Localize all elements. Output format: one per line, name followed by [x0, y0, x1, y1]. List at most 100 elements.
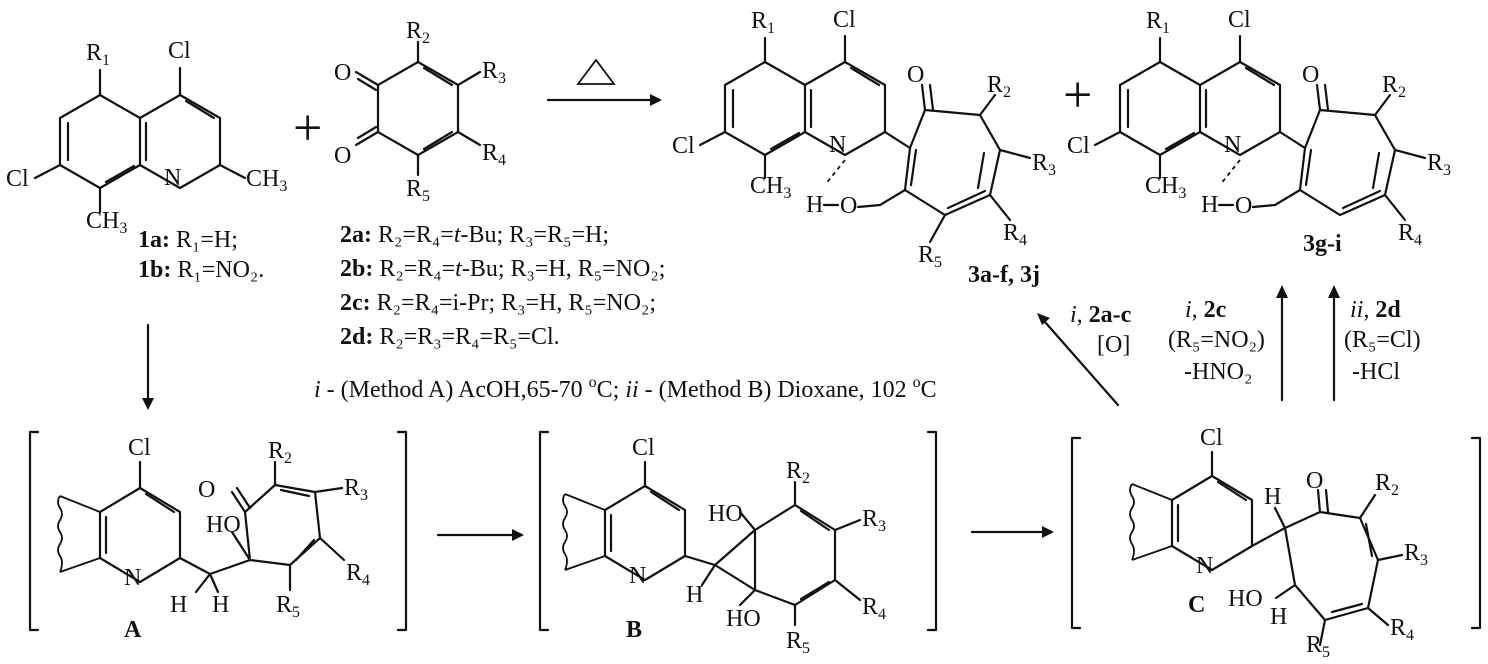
arrow1-label-oxidant: [O] — [1097, 332, 1130, 358]
C-h2-atom: H — [1270, 604, 1287, 630]
cmpd1-cl-atom: Cl — [168, 38, 191, 64]
p1-ch3-group: CH3 — [750, 173, 791, 202]
product-label-3a-f: 3a-f, 3j — [968, 262, 1040, 288]
cmpd2-o2-atom: O — [334, 143, 351, 169]
p2-n-atom: N — [1224, 132, 1241, 158]
p1-r5-label: R5 — [918, 242, 942, 271]
C-h-atom: H — [1264, 484, 1281, 510]
p2-cl7-atom: Cl — [1067, 133, 1090, 159]
B-r4-label: R4 — [862, 594, 886, 623]
arrow-to-3g-via-2c — [1276, 285, 1288, 402]
p1-cl7-atom: Cl — [672, 133, 695, 159]
B-ho-top: HO — [708, 501, 743, 527]
p2-r4-label: R4 — [1398, 220, 1422, 249]
conditions-line: i - (Method A) AcOH,65-70 oC; ii - (Meth… — [314, 374, 937, 403]
A-o-atom: O — [198, 477, 215, 503]
p1-o-hydroxyl: O — [840, 193, 857, 219]
B-h-atom: H — [686, 582, 703, 608]
arrow-B-to-C — [970, 526, 1054, 538]
arrow2-label-reagent: i, 2c — [1185, 297, 1227, 323]
plus-sign-2: + — [1063, 67, 1092, 124]
reaction-arrow-heat — [546, 58, 662, 106]
p2-o-carbonyl: O — [1302, 62, 1319, 88]
C-cl-atom: Cl — [1200, 425, 1223, 451]
cmpd2-variant-b: 2b: R₂=R₄=t-Bu; R₃=H, R₅=NO₂; — [340, 256, 665, 282]
intermediate-label-A: A — [124, 617, 142, 643]
A-r4-label: R4 — [346, 560, 370, 589]
cmpd2-r5-label: R5 — [406, 176, 430, 205]
p1-h-atom: H — [806, 192, 823, 218]
cmpd2-variant-d: 2d: R₂=R₃=R₄=R₅=Cl. — [340, 324, 560, 350]
p1-n-atom: N — [829, 132, 846, 158]
cmpd1-r1-label: R1 — [86, 40, 110, 69]
compound-2-variants: 2a: R₂=R₄=t-Bu; R₃=R₅=H; 2b: R₂=R₄=t-Bu;… — [340, 222, 665, 350]
p2-cl-atom: Cl — [1228, 7, 1251, 33]
cmpd2-o1-atom: O — [334, 60, 351, 86]
B-r2-label: R2 — [786, 458, 810, 487]
p1-r2-label: R2 — [987, 72, 1011, 101]
C-r5-label: R5 — [1306, 632, 1330, 661]
cmpd1-n-atom: N — [164, 165, 181, 191]
C-o-atom: O — [1306, 468, 1323, 494]
product-3g-structure — [1093, 34, 1427, 222]
p2-o-hydroxyl: O — [1235, 193, 1252, 219]
p1-r4-label: R4 — [1003, 220, 1027, 249]
C-r2-label: R2 — [1375, 470, 1399, 499]
cmpd2-r4-label: R4 — [482, 140, 506, 169]
arrow3-label-loss: -HCl — [1352, 359, 1400, 385]
arrow3-label-reagent: ii, 2d — [1350, 297, 1401, 323]
cmpd2-variant-c: 2c: R₂=R₄=i-Pr; R₃=H, R₅=NO₂; — [340, 290, 656, 316]
arrow-1-to-A — [142, 323, 154, 410]
intermediate-C-structure — [1070, 436, 1482, 647]
plus-sign-1: + — [293, 100, 322, 157]
A-h2-atom: H — [212, 592, 229, 618]
intermediate-A-structure — [28, 430, 408, 632]
A-h1-atom: H — [170, 592, 187, 618]
p2-r3-label: R3 — [1427, 150, 1451, 179]
cmpd1-cl7-atom: Cl — [6, 166, 29, 192]
arrow-A-to-B — [436, 529, 524, 541]
A-cl-atom: Cl — [128, 435, 151, 461]
p2-ch3-group: CH3 — [1145, 173, 1186, 202]
cmpd2-r2-label: R2 — [406, 18, 430, 47]
A-r3-label: R3 — [344, 475, 368, 504]
intermediate-label-B: B — [626, 617, 642, 643]
p1-r1-label: R1 — [751, 8, 775, 37]
arrow3-label-condition: (R₅=Cl) — [1344, 327, 1421, 353]
product-3a-structure — [698, 34, 1032, 244]
A-r2-label: R2 — [268, 438, 292, 467]
heat-triangle-icon — [576, 58, 616, 85]
cmpd1-variant-b: 1b: R₁=NO₂. — [138, 257, 264, 283]
arrow2-label-condition: (R₅=NO₂) — [1168, 327, 1265, 353]
B-ho-bottom: HO — [726, 606, 761, 632]
B-n-atom: N — [629, 563, 646, 589]
cmpd1-ch3-group: CH3 — [246, 166, 287, 195]
arrow-to-3a — [1037, 313, 1120, 407]
intermediate-label-C: C — [1188, 592, 1205, 618]
cmpd1-ch3-8-group: CH3 — [86, 208, 127, 237]
arrow1-label-reagent: i, 2a-c — [1070, 302, 1132, 328]
C-r3-label: R3 — [1404, 540, 1428, 569]
A-r5-label: R5 — [276, 592, 300, 621]
B-cl-atom: Cl — [632, 435, 655, 461]
cmpd2-variant-a: 2a: R₂=R₄=t-Bu; R₃=R₅=H; — [340, 222, 609, 248]
C-n-atom: N — [1196, 553, 1213, 579]
p2-r2-label: R2 — [1382, 72, 1406, 101]
arrow2-label-loss: -HNO₂ — [1184, 359, 1252, 385]
A-n-atom: N — [124, 565, 141, 591]
p1-r3-label: R3 — [1032, 150, 1056, 179]
C-ho-group: HO — [1228, 586, 1263, 612]
C-r4-label: R4 — [1390, 615, 1414, 644]
arrow-to-3g-via-2d — [1328, 285, 1340, 402]
B-r3-label: R3 — [862, 506, 886, 535]
p2-r1-label: R1 — [1146, 8, 1170, 37]
p2-h-atom: H — [1201, 192, 1218, 218]
product-label-3g-i: 3g-i — [1303, 231, 1342, 257]
compound-1-structure — [33, 66, 247, 214]
p1-o-carbonyl: O — [907, 62, 924, 88]
cmpd1-variant-a: 1a: R₁=H; — [138, 227, 238, 253]
intermediate-B-structure — [538, 430, 938, 632]
A-ho-group: HO — [206, 512, 241, 538]
p1-cl-atom: Cl — [833, 7, 856, 33]
